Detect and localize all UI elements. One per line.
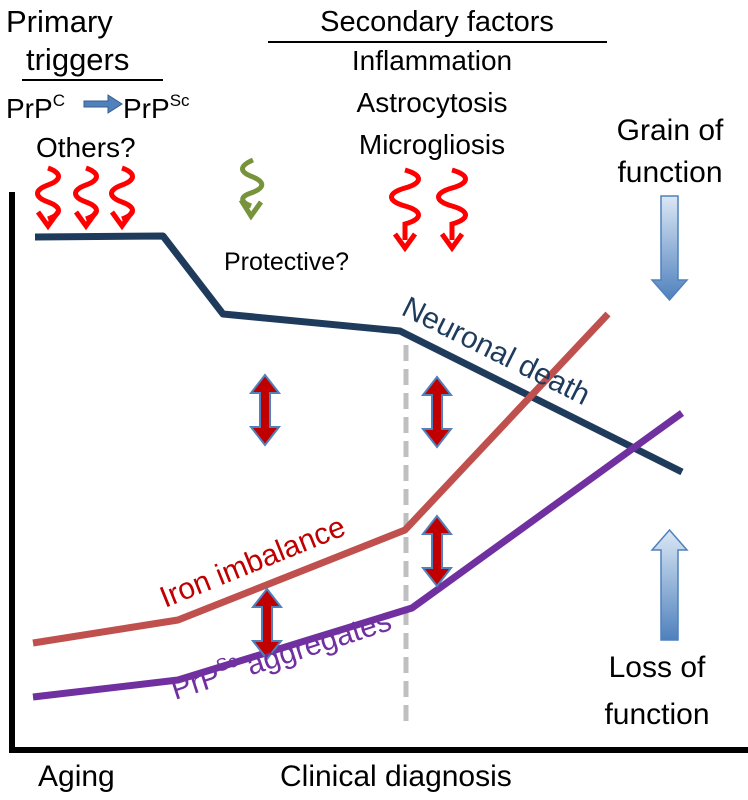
prpc-label: PrPC bbox=[6, 91, 65, 124]
prpsc-label: PrPSc bbox=[123, 91, 190, 124]
gain-function-arrow-icon bbox=[650, 195, 689, 302]
double-arrow-icon bbox=[420, 375, 454, 449]
gain-function-line1: Grain of bbox=[617, 114, 724, 147]
double-arrow-icon bbox=[248, 373, 282, 447]
protective-label: Protective? bbox=[224, 248, 349, 276]
conversion-arrow-icon bbox=[83, 94, 123, 114]
loss-function-arrow-icon bbox=[650, 528, 689, 641]
protective-arrow-icon bbox=[238, 157, 265, 221]
trigger-arrow-icon bbox=[73, 165, 99, 231]
prpsc-aggregates-curve bbox=[32, 410, 685, 701]
primary-heading-line2: triggers bbox=[26, 42, 129, 77]
loss-function-line1: Loss of bbox=[609, 651, 706, 684]
double-arrow-icon bbox=[420, 514, 454, 588]
primary-heading-line1: Primary bbox=[6, 4, 113, 39]
neuronal-death-curve bbox=[34, 232, 684, 476]
secondary-item-microgliosis: Microgliosis bbox=[359, 129, 505, 160]
trigger-arrow-icon bbox=[109, 165, 135, 231]
trigger-arrow-icon bbox=[35, 165, 61, 231]
iron-imbalance-curve bbox=[32, 311, 611, 647]
secondary-heading: Secondary factors bbox=[320, 6, 554, 38]
secondary-arrow-icon bbox=[389, 167, 421, 253]
others-label: Others? bbox=[36, 132, 136, 163]
loss-function-line2: function bbox=[604, 698, 709, 731]
x-label-clinical-diagnosis: Clinical diagnosis bbox=[280, 760, 512, 793]
gain-function-line2: function bbox=[617, 156, 722, 189]
x-label-aging: Aging bbox=[38, 760, 115, 793]
prpsc-aggregates-label: PrPSc aggregates bbox=[166, 602, 395, 707]
secondary-item-astrocytosis: Astrocytosis bbox=[357, 87, 508, 118]
secondary-item-inflammation: Inflammation bbox=[352, 45, 512, 76]
secondary-arrow-icon bbox=[436, 167, 468, 253]
double-arrow-icon bbox=[250, 587, 284, 661]
